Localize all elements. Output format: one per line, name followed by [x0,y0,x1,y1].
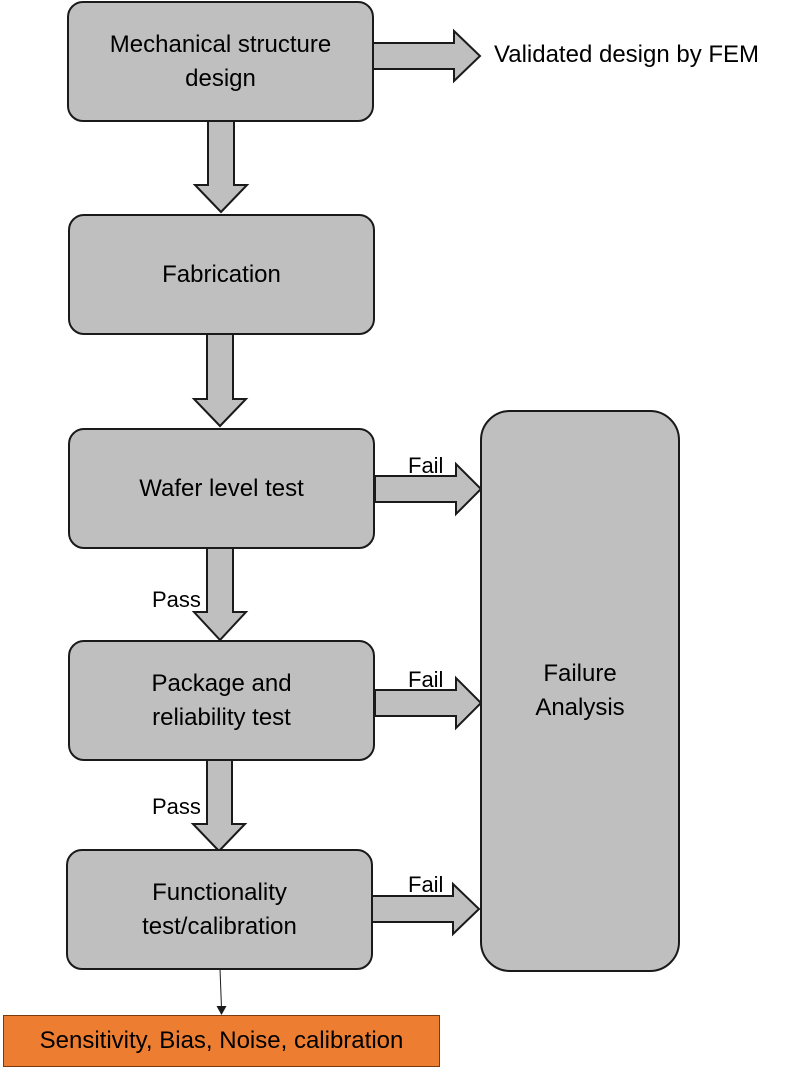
result-box: Sensitivity, Bias, Noise, calibration [3,1015,440,1067]
package-test-step: Package and reliability test [68,640,375,761]
arrow-design-to-validated [372,28,482,84]
fabrication-step: Fabrication [68,214,375,335]
functionality-test-step: Functionality test/calibration [66,849,373,970]
arrow-wafer-to-failure [374,461,483,517]
fail-label-wafer: Fail [408,453,444,478]
arrow-package-to-functionality-pass [190,759,248,853]
wafer-test-step: Wafer level test [68,428,375,549]
arrow-package-to-failure [374,675,483,731]
pass-label-wafer: Pass [152,587,201,612]
arrowhead-result [216,1006,227,1015]
mechanical-design-step: Mechanical structure design [67,1,374,122]
arrow-functionality-to-failure [371,881,481,937]
arrow-wafer-to-package-pass [191,547,249,642]
arrow-fabrication-to-wafer-test [191,333,249,428]
pass-label-package: Pass [152,794,201,819]
arrow-functionality-to-result [219,968,222,1009]
fail-label-package: Fail [408,667,444,692]
fail-label-functionality: Fail [408,872,444,897]
failure-analysis-box: Failure Analysis [480,410,680,972]
validated-design-label: Validated design by FEM [494,41,760,68]
arrow-design-to-fabrication [192,120,250,214]
